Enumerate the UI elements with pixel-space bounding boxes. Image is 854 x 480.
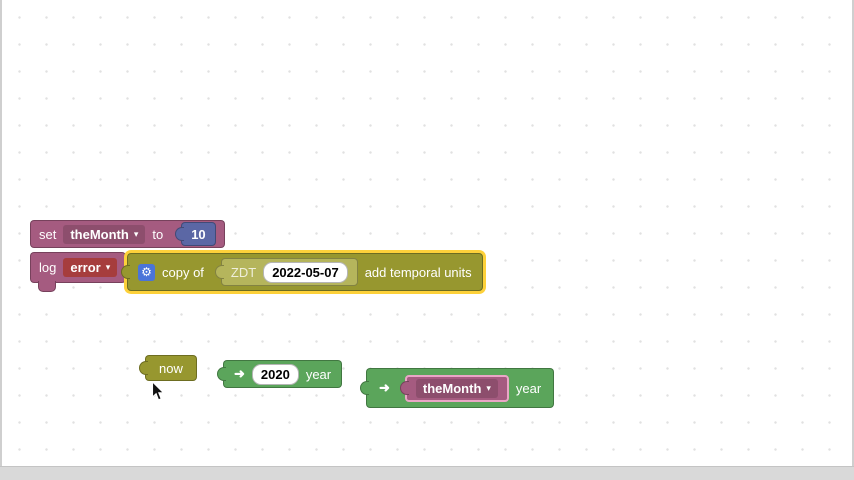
convert-arrow-icon: ➜	[234, 366, 245, 381]
zdt-label: ZDT	[230, 264, 257, 280]
gear-icon[interactable]: ⚙	[138, 263, 155, 281]
number-value: 10	[191, 226, 206, 242]
year-unit-label: year	[305, 366, 332, 382]
log-level-dropdown[interactable]: error ▾	[63, 258, 118, 277]
year-unit-label: year	[515, 380, 542, 396]
year-number-field[interactable]: 2020	[251, 363, 299, 385]
chevron-down-icon: ▾	[133, 228, 139, 239]
convert-arrow-icon: ➜	[379, 380, 390, 395]
mouse-cursor	[151, 381, 165, 401]
chevron-down-icon: ▾	[486, 382, 491, 393]
left-edge	[0, 0, 2, 480]
next-connector-bump	[38, 281, 56, 292]
copy-of-label: copy of	[162, 264, 204, 280]
chevron-down-icon: ▾	[105, 262, 111, 272]
add-temporal-units-label: add temporal units	[364, 264, 472, 280]
variable-dropdown[interactable]: theMonth ▾	[415, 378, 498, 398]
date-field[interactable]: 2022-05-07	[263, 261, 348, 283]
zdt-block[interactable]: ZDT 2022-05-07	[220, 258, 358, 286]
number-value-block[interactable]: 10	[181, 222, 216, 246]
variable-name: theMonth	[422, 380, 482, 396]
bottom-bar	[0, 466, 854, 480]
now-block[interactable]: now	[145, 355, 197, 381]
log-level: error	[70, 260, 101, 275]
year-of-number-block[interactable]: ➜ 2020 year	[223, 360, 343, 388]
variable-name: theMonth	[70, 226, 129, 242]
set-keyword: set	[39, 226, 57, 242]
now-label: now	[159, 360, 183, 376]
copy-of-block[interactable]: ⚙ copy of ZDT 2022-05-07 add temporal un…	[127, 253, 483, 291]
year-of-variable-block[interactable]: ➜ theMonth ▾ year	[366, 368, 555, 408]
log-keyword: log	[39, 260, 57, 275]
right-edge	[852, 0, 854, 480]
log-statement-block[interactable]: log error ▾	[30, 252, 127, 292]
to-keyword: to	[152, 226, 164, 242]
variable-get-block[interactable]: theMonth ▾	[404, 374, 509, 402]
variable-dropdown[interactable]: theMonth ▾	[63, 224, 146, 244]
set-variable-block[interactable]: set theMonth ▾ to 10	[30, 220, 225, 248]
